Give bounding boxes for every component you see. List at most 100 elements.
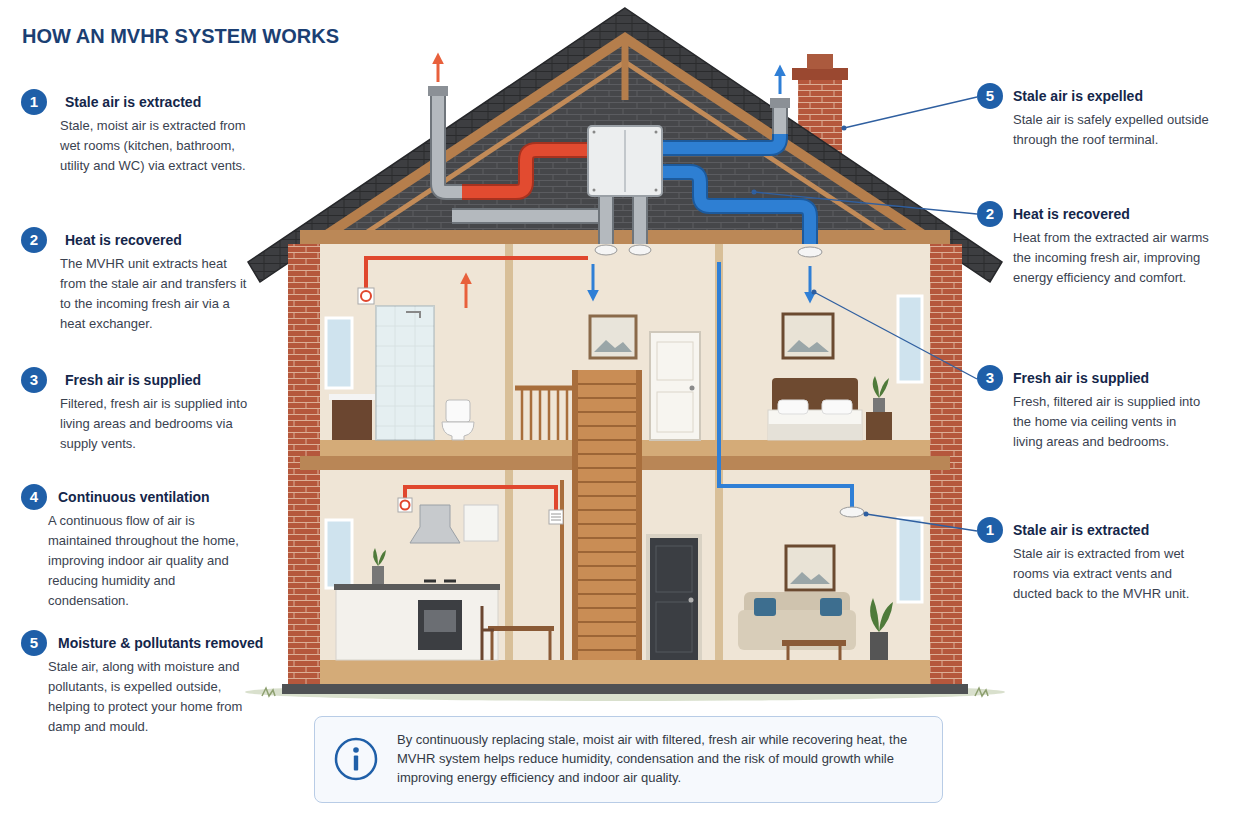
callout-body: Heat from the extracted air warms the in… [1013,228,1209,288]
duct [660,172,810,244]
kitchen [492,631,550,660]
leader-line [814,292,977,379]
air-pipe [405,487,556,510]
bedroom [778,400,808,414]
callout-number: 5 [977,83,1003,109]
staircase [636,370,642,660]
info-text: By continuously replacing stale, moist a… [397,730,926,787]
leader-line [752,190,757,195]
air-pipe [719,262,852,508]
duct [452,208,600,224]
bedroom [768,424,862,440]
house-walls [282,684,968,694]
hall [656,602,692,652]
airflow-arrow [438,62,810,308]
duct [774,104,786,136]
callout-body: Stale air, along with moisture and pollu… [48,657,248,737]
callout-heading: Fresh air is supplied [65,371,201,389]
hall [646,534,702,660]
landing [690,386,695,391]
vent [551,514,561,520]
info-box: By continuously replacing stale, moist a… [314,716,943,803]
kitchen [424,580,456,583]
duct [606,194,640,244]
callout-number: 2 [21,227,47,253]
mvhr-unit [655,131,658,134]
callout-heading: Stale air is extracted [1013,521,1149,539]
kitchen [336,588,498,660]
callout-number: 3 [977,365,1003,391]
duct [660,134,780,148]
duct [660,172,810,244]
landing [657,342,693,380]
bathroom [376,306,434,440]
callout-heading: Moisture & pollutants removed [58,634,263,652]
staircase [515,370,642,660]
kitchen [373,548,386,566]
kitchen [334,584,500,590]
airflow-arrow [592,264,595,292]
bathroom [446,400,470,422]
staircase [560,480,564,660]
mvhr-unit [593,131,596,134]
living-room [790,572,830,584]
callout: 1Stale air is extractedStale air is extr… [977,517,1209,608]
callout: 1Stale air is extractedStale, moist air … [21,89,250,180]
living-room [786,546,834,590]
ground-shadow [245,683,1005,701]
callout: 4Continuous ventilationA continuous flow… [21,484,246,615]
vent [798,247,822,257]
vent [358,245,864,524]
vent [361,291,371,301]
vent [595,245,617,255]
bathroom [329,394,375,400]
airflow-arrow [437,62,440,82]
callout-body: Filtered, fresh air is supplied into liv… [60,394,250,454]
vent [358,288,374,304]
roof [300,230,950,244]
kitchen [424,610,456,632]
bedroom [768,296,922,440]
duct [660,134,780,148]
living-room [782,640,846,646]
callout-heading: Heat is recovered [65,231,182,249]
callout: 5Stale air is expelledStale air is safel… [977,83,1209,154]
kitchen [464,505,498,541]
staircase [572,370,578,660]
roof [248,8,1002,282]
living-room [870,598,893,632]
mvhr-unit [624,130,626,192]
living-room [898,518,922,602]
bathroom [326,318,352,388]
duct [438,96,464,192]
house-walls [320,660,930,684]
leader-line [844,97,977,128]
roof [248,8,1002,282]
leader-line [754,192,977,214]
bathroom [326,306,474,440]
bedroom [866,412,892,440]
title: HOW AN MVHR SYSTEM WORKS [22,24,339,48]
vent [840,507,864,517]
hall [656,546,692,592]
bathroom [376,306,434,440]
landing [590,316,636,358]
callout-body: Stale air is safely expelled outside thr… [1013,110,1209,150]
staircase [578,370,636,660]
duct [462,150,590,192]
kitchen [418,600,462,650]
leader-line [812,290,817,295]
kitchen [326,520,352,588]
airflow-arrow [779,74,782,94]
callout-body: Fresh, filtered air is supplied into the… [1013,392,1209,452]
living-room [754,598,776,616]
staircase [522,388,567,440]
callout-body: A continuous flow of air is maintained t… [48,511,246,611]
roof [302,36,948,254]
landing [650,332,700,440]
chimney [807,54,833,69]
callout-number: 4 [21,484,47,510]
bedroom [787,340,829,352]
hall [650,538,698,660]
callout-number: 3 [21,367,47,393]
